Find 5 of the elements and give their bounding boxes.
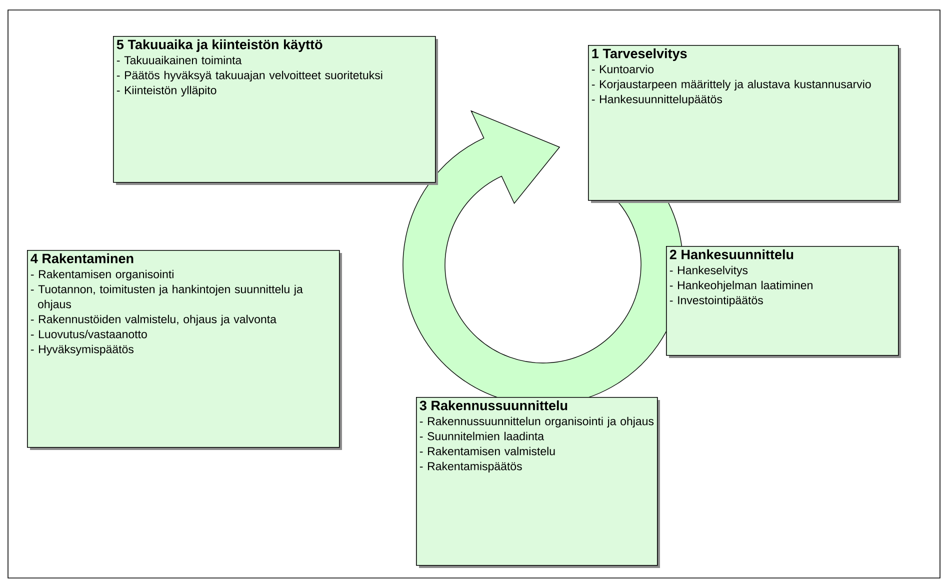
process-box: 5 Takuuaika ja kiinteistön käyttö - Takuuaikainen toiminta - Päätös hyväksyä takuuajan velvoitteet suoritetuksi - Kiinteistön ylläpito [113, 36, 438, 185]
process-box: 3 Rakennussuunnittelu - Rakennussuunnittelun organisointi ja ohjaus - Suunnitelmien laadinta - Rakentamisen valmistelu - Rakentamispäätös [416, 396, 660, 568]
process-box: 4 Rakentaminen - Rakentamisen organisointi - Tuotannon, toimitusten ja hankintojen suunnittelu ja ohjaus - Rakennustöiden valmistelu, ohjaus ja valvonta - Luovutus/vastaanotto - Hyväksymispäätös [27, 250, 342, 450]
process-box: 1 Tarveselvitys - Kuntoarvio - Korjaustarpeen määrittely ja alustava kustannusarvio - Hankesuunnittelupäätös [588, 44, 901, 203]
process-box: 2 Hankesuunnittelu - Hankeselvitys - Hankeohjelman laatiminen - Investointipäätös [666, 246, 901, 358]
